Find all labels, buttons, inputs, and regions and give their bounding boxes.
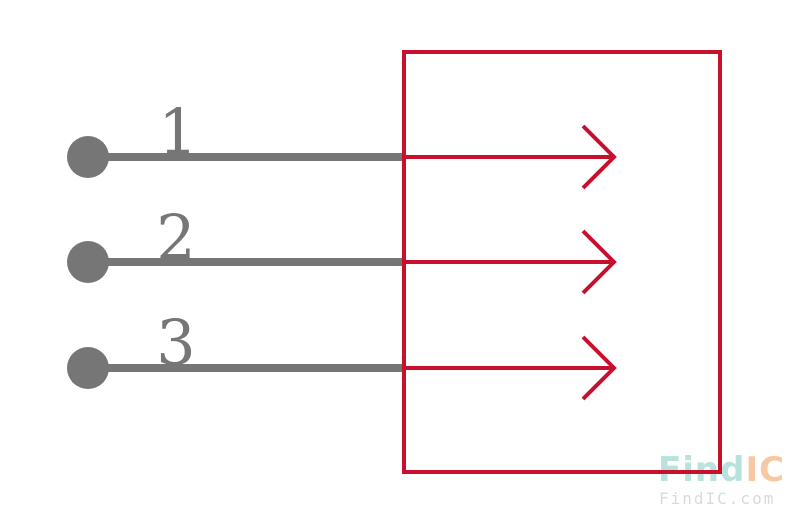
pin-1-terminal[interactable] bbox=[67, 136, 109, 178]
pin-2-number: 2 bbox=[156, 201, 195, 274]
arrow-head-icon bbox=[581, 335, 617, 401]
watermark-logo-ic: IC bbox=[745, 450, 785, 490]
findic-watermark: FindIC FindIC.com bbox=[658, 450, 785, 508]
pin-1-arrow bbox=[404, 124, 617, 190]
pin-3-terminal[interactable] bbox=[67, 347, 109, 389]
pin-3: 3 bbox=[67, 306, 404, 389]
pin-1: 1 bbox=[67, 95, 404, 178]
pin-2-terminal[interactable] bbox=[67, 241, 109, 283]
pin-2-arrow bbox=[404, 229, 617, 295]
arrow-head-icon bbox=[581, 124, 617, 190]
arrow-head-icon bbox=[581, 229, 617, 295]
pin-3-arrow bbox=[404, 335, 617, 401]
watermark-site-url: FindIC.com bbox=[659, 489, 775, 508]
pin-1-number: 1 bbox=[158, 95, 197, 168]
pin-3-number: 3 bbox=[156, 306, 195, 379]
pin-2: 2 bbox=[67, 201, 404, 283]
